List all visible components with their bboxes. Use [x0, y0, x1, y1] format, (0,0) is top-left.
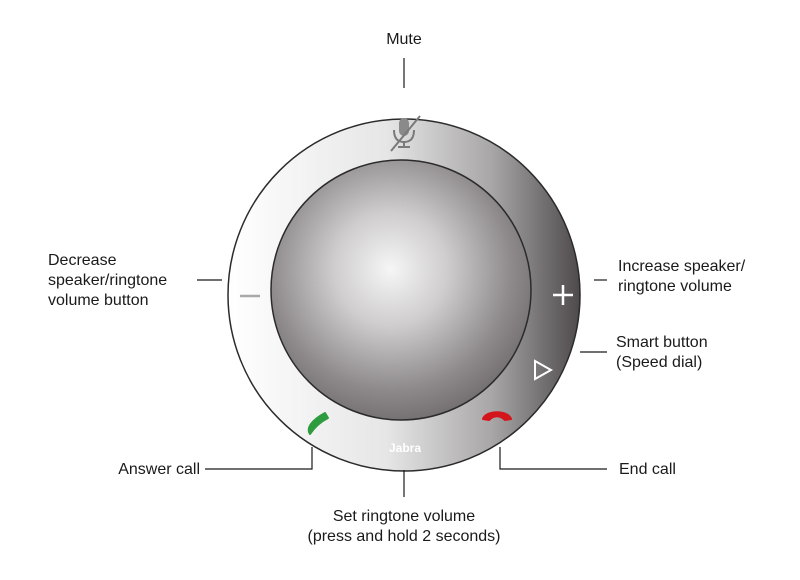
- smart-button-label: Smart button (Speed dial): [616, 334, 708, 371]
- speaker-dome: [270, 159, 532, 421]
- set-ringtone-label: Set ringtone volume (press and hold 2 se…: [307, 508, 501, 545]
- mute-label: Mute: [386, 31, 422, 48]
- end-leader-line: [499, 447, 607, 470]
- microphone-muted-icon[interactable]: [390, 115, 421, 152]
- phone-answer-icon[interactable]: [307, 412, 329, 435]
- brand-logo: Jabra: [389, 441, 421, 455]
- play-triangle-icon[interactable]: [534, 359, 554, 381]
- increase-volume-label: Increase speaker/ ringtone volume: [618, 258, 746, 295]
- plus-icon[interactable]: [553, 285, 573, 305]
- answer-leader-line: [205, 447, 313, 470]
- end-call-label: End call: [619, 461, 676, 478]
- answer-call-label: Answer call: [118, 461, 200, 478]
- decrease-volume-label: Decrease speaker/ringtone volume button: [48, 252, 168, 309]
- phone-end-icon[interactable]: [482, 411, 512, 421]
